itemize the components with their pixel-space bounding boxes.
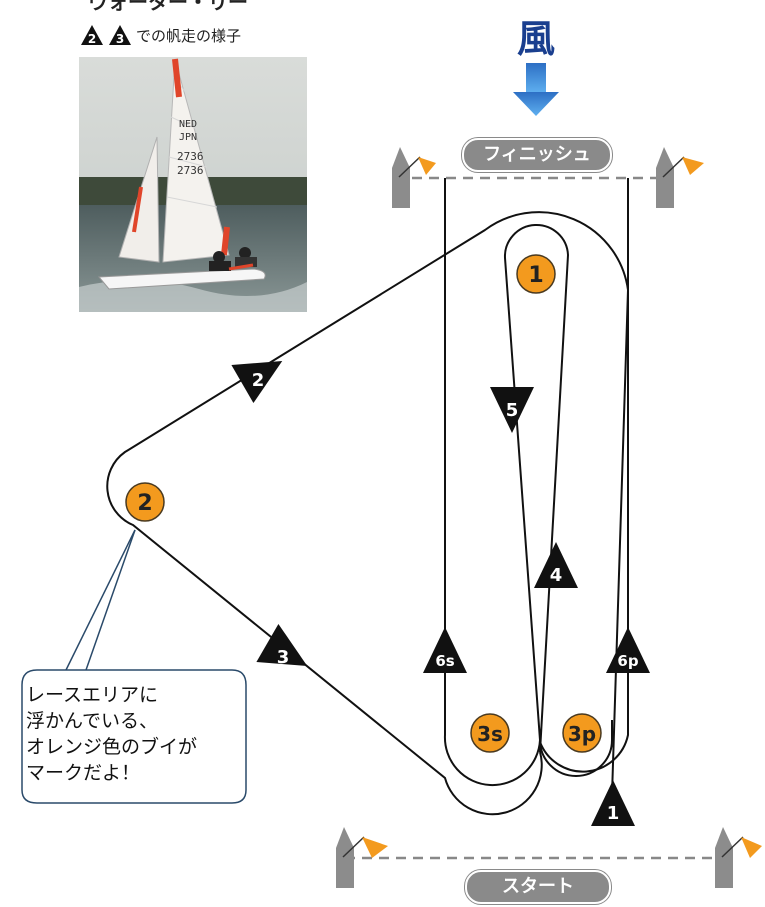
svg-text:3: 3 [116,32,124,46]
mark-buoy-3p: 3p [562,713,602,753]
leg-badge-icon: 2 [81,25,103,46]
svg-text:JPN: JPN [179,132,197,143]
leg-marker-3: 3 [256,623,308,668]
leg-label: 5 [506,400,519,421]
callout-pointer [65,529,136,671]
leg-marker-2: 2 [231,361,283,404]
mark-label: 1 [528,263,543,288]
photo-caption-title: ウォーター・リー [88,0,248,14]
wind-label: 風 [516,16,555,61]
leg-badge-icon: 3 [109,25,131,46]
mark-buoy-3s: 3s [470,713,510,753]
finish-boat-right-icon [656,147,704,208]
leg-marker-5: 5 [490,387,534,433]
svg-text:NED: NED [179,119,197,130]
mark-buoy-2: 2 [125,482,165,522]
leg-label: 2 [252,370,265,391]
leg-marker-6p: 6p [606,627,650,673]
svg-text:2: 2 [88,32,96,46]
leg-label: 3 [277,647,290,668]
callout-box [21,669,247,804]
mark-label: 3p [568,722,596,746]
course-route [106,178,630,816]
start-label: スタート [465,870,611,904]
start-boat-left-icon [336,827,388,888]
mark-label: 2 [137,491,152,516]
photo-caption-line: 2 3 での帆走の様子 [80,24,241,46]
leg-label: 1 [607,803,620,824]
finish-label: フィニッシュ [462,138,612,172]
leg-marker-4: 4 [534,542,578,588]
start-boat-right-icon [715,827,762,888]
mark-label: 3s [477,722,503,746]
leg-label: 4 [550,565,563,586]
callout-text: レースエリアに 浮かんでいる、 オレンジ色のブイが マークだよ！ [26,684,198,784]
mark-buoy-1: 1 [516,254,556,294]
sailing-photo: NED JPN 2736 2736 [79,57,307,312]
photo-caption-text: での帆走の様子 [136,26,242,45]
leg-label: 6s [435,652,454,670]
leg-marker-1: 1 [591,780,635,826]
wind-arrow-icon [513,63,559,116]
leg-label: 6p [617,652,638,670]
leg-marker-6s: 6s [423,627,467,673]
svg-text:2736: 2736 [177,164,204,177]
finish-boat-left-icon [392,147,436,208]
svg-text:2736: 2736 [177,150,204,163]
